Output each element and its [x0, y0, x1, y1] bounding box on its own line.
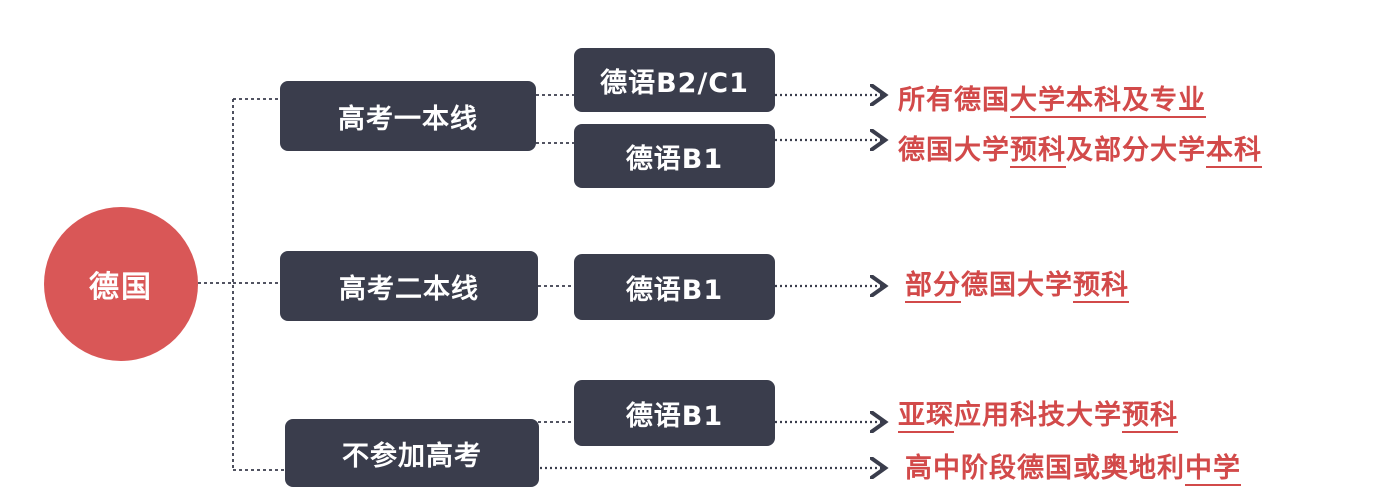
outcome-5: 高中阶段德国或奥地利中学	[905, 446, 1241, 486]
level-german-b1-b: 德语B1	[574, 254, 775, 320]
root-germany-circle: 德国	[44, 207, 198, 361]
outcome-5-text: 高中阶段德国或奥地利	[905, 453, 1185, 484]
outcome-2-underlined-b: 本科	[1206, 135, 1262, 168]
outcome-1-text: 所有德国	[898, 85, 1010, 116]
outcome-2: 德国大学预科及部分大学本科	[898, 128, 1262, 168]
outcome-4-underlined-a: 亚琛	[898, 400, 954, 433]
level-german-b1-a: 德语B1	[574, 124, 775, 188]
outcome-2-text-a: 德国大学	[898, 135, 1010, 166]
outcome-1: 所有德国大学本科及专业	[898, 78, 1206, 118]
track-no-gaokao: 不参加高考	[285, 419, 539, 487]
outcome-3-text: 德国大学	[961, 270, 1073, 301]
outcome-4: 亚琛应用科技大学预科	[898, 393, 1178, 433]
outcome-4-underlined-b: 预科	[1122, 400, 1178, 433]
track-gaokao-tier1: 高考一本线	[280, 81, 536, 151]
outcome-3-underlined-b: 预科	[1073, 270, 1129, 303]
track-gaokao-tier2: 高考二本线	[280, 251, 538, 321]
level-german-b2c1: 德语B2/C1	[574, 48, 775, 112]
level-german-b1-c: 德语B1	[574, 380, 775, 446]
outcome-5-underlined: 中学	[1185, 453, 1241, 486]
outcome-4-text: 应用科技大学	[954, 400, 1122, 431]
outcome-2-underlined-a: 预科	[1010, 135, 1066, 168]
outcome-1-underlined: 大学本科及专业	[1010, 85, 1206, 118]
outcome-3: 部分德国大学预科	[905, 263, 1129, 303]
outcome-3-underlined-a: 部分	[905, 270, 961, 303]
outcome-2-text-b: 及部分大学	[1066, 135, 1206, 166]
